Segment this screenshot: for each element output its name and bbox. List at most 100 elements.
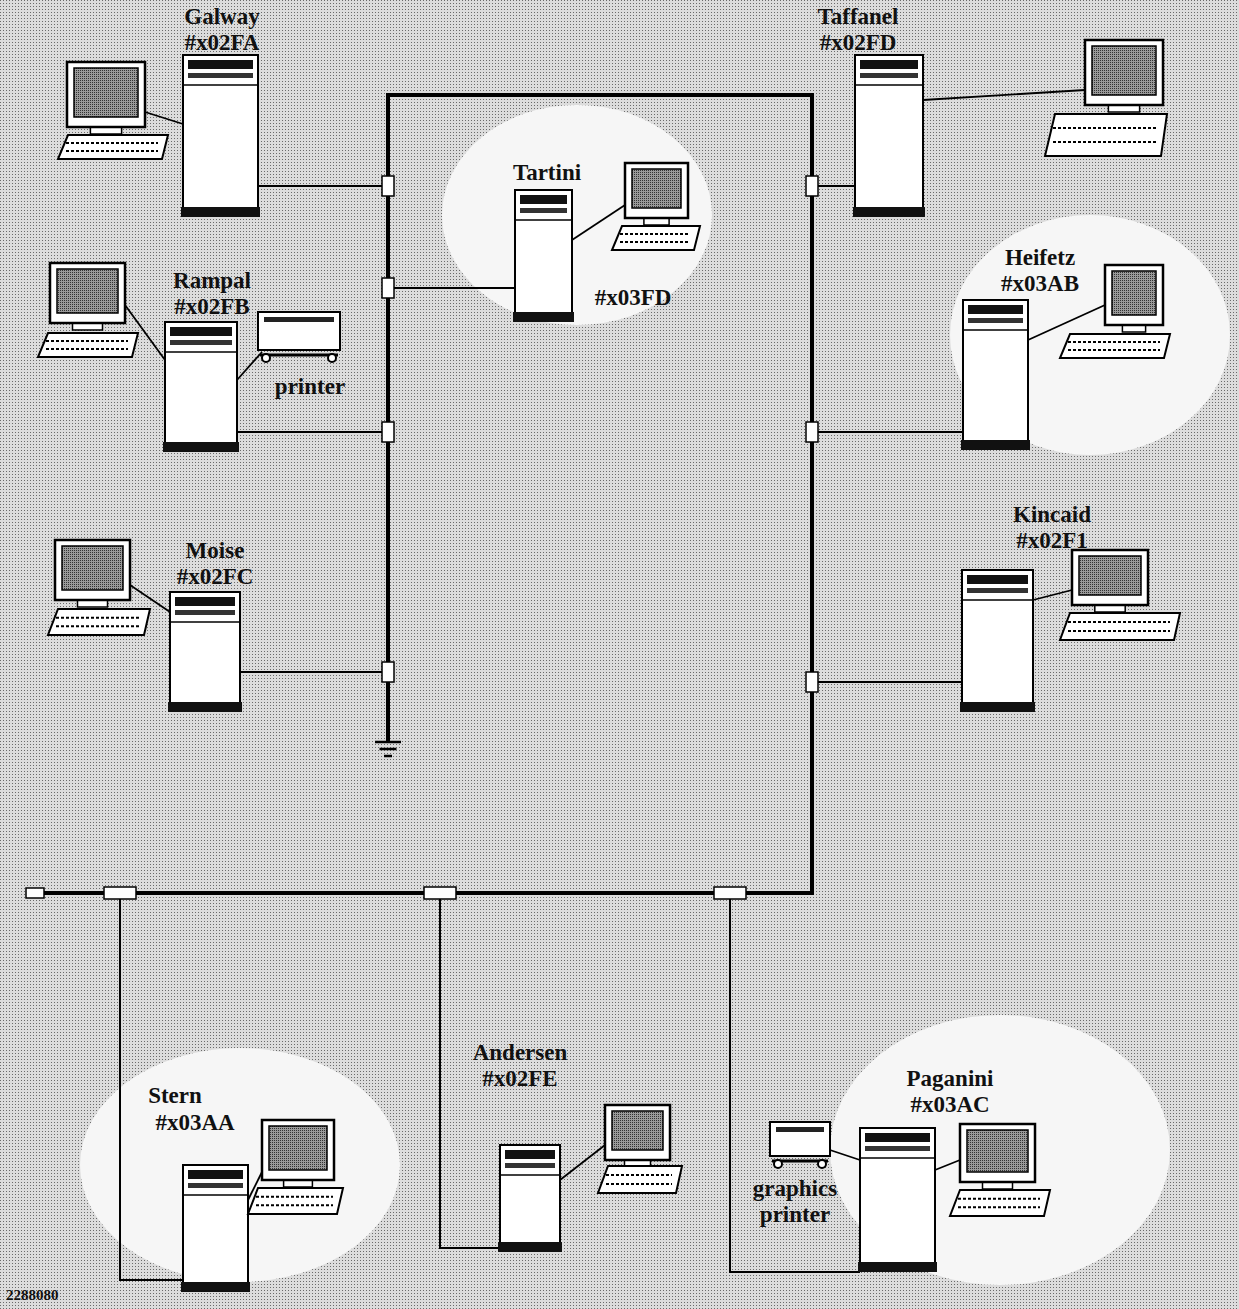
keyboard bbox=[950, 1190, 1050, 1216]
printer-body bbox=[258, 312, 340, 350]
monitor-case bbox=[625, 163, 688, 218]
host-name: Moise bbox=[186, 538, 245, 563]
node-address: #x02FC bbox=[177, 564, 254, 589]
keyboard-body bbox=[612, 226, 700, 250]
panel-line bbox=[860, 1157, 935, 1159]
monitor bbox=[1072, 550, 1148, 612]
monitor-case bbox=[1072, 550, 1148, 605]
key-row bbox=[1068, 621, 1170, 623]
node-address: #x03AC bbox=[910, 1092, 989, 1117]
node-address: #x02FB bbox=[174, 294, 249, 319]
tower-base bbox=[181, 207, 260, 217]
panel-line bbox=[963, 329, 1028, 331]
keyboard-body bbox=[58, 135, 168, 159]
drive-bay bbox=[860, 60, 918, 69]
monitor-screen bbox=[1079, 556, 1141, 595]
monitor bbox=[55, 540, 130, 607]
drive-bay bbox=[188, 1183, 243, 1188]
bus-tap bbox=[714, 887, 746, 899]
host-name: Paganini bbox=[907, 1066, 994, 1091]
panel-line bbox=[183, 1194, 248, 1196]
monitor bbox=[605, 1105, 670, 1167]
monitor-cable bbox=[1033, 590, 1072, 600]
ground-symbol bbox=[384, 755, 392, 758]
tower-base bbox=[163, 442, 239, 452]
monitor bbox=[1085, 40, 1163, 112]
printer-cable bbox=[830, 1150, 860, 1160]
device-label: printer bbox=[260, 374, 360, 400]
key-row bbox=[46, 348, 128, 350]
drive-bay bbox=[520, 208, 567, 213]
panel-line bbox=[170, 621, 240, 623]
monitor-case bbox=[1105, 265, 1163, 325]
host-name: Stern bbox=[148, 1083, 202, 1108]
drive-bay bbox=[967, 588, 1028, 593]
monitor-screen bbox=[1092, 46, 1156, 95]
monitor bbox=[1105, 265, 1163, 332]
bus-tap bbox=[424, 887, 456, 899]
monitor-case bbox=[50, 263, 125, 323]
printer-body bbox=[770, 1122, 830, 1156]
node-address: #x02F1 bbox=[1016, 528, 1088, 553]
paper-slot bbox=[776, 1127, 824, 1132]
tower-case bbox=[963, 300, 1028, 448]
computer-tower bbox=[163, 322, 239, 452]
key-row bbox=[66, 142, 158, 144]
keyboard-body bbox=[1060, 334, 1170, 358]
computer-tower bbox=[168, 592, 242, 712]
monitor bbox=[67, 62, 145, 134]
printer-cart bbox=[260, 354, 338, 357]
drive-bay bbox=[505, 1150, 555, 1159]
panel-line bbox=[855, 84, 923, 86]
keyboard-body bbox=[48, 609, 150, 635]
key-row bbox=[56, 625, 140, 627]
panel-line bbox=[165, 351, 237, 353]
workstation-node: Kincaid#x02F1 bbox=[962, 502, 1180, 710]
monitor-cable bbox=[935, 1160, 960, 1170]
monitor-cable bbox=[145, 112, 183, 124]
tower-case bbox=[860, 1128, 935, 1270]
workstation-node: Andersen#x02FE bbox=[460, 1040, 682, 1250]
bus-tap bbox=[382, 422, 394, 442]
printer-wheel bbox=[818, 1160, 826, 1168]
keyboard bbox=[38, 333, 138, 357]
keyboard bbox=[58, 135, 168, 159]
drop-cable bbox=[818, 681, 962, 683]
monitor bbox=[625, 163, 688, 225]
drive-bay bbox=[188, 73, 253, 78]
computer-tower bbox=[181, 1165, 250, 1292]
drop-cable bbox=[730, 899, 860, 1272]
node-address: #x02FD bbox=[820, 30, 897, 55]
computer-tower bbox=[513, 190, 574, 322]
key-row bbox=[46, 340, 128, 342]
tower-case bbox=[500, 1145, 560, 1250]
drop-cable bbox=[258, 185, 382, 187]
tower-base bbox=[961, 440, 1030, 450]
workstation-node: Moise#x02FC bbox=[48, 538, 275, 710]
bus-tap bbox=[806, 672, 818, 692]
bus-tap bbox=[382, 176, 394, 196]
tower-case bbox=[165, 322, 237, 450]
key-row bbox=[56, 617, 140, 619]
workstation-group bbox=[38, 40, 1180, 1292]
monitor-case bbox=[605, 1105, 670, 1160]
node-address: #x03AA bbox=[155, 1110, 234, 1135]
bus-tap bbox=[806, 422, 818, 442]
bus-terminator bbox=[26, 888, 44, 898]
printer-wheel bbox=[328, 354, 336, 362]
host-name: Andersen bbox=[473, 1040, 568, 1065]
key-row bbox=[1068, 630, 1170, 632]
monitor-screen bbox=[57, 269, 118, 313]
tower-base bbox=[853, 207, 925, 217]
monitor-case bbox=[67, 62, 145, 127]
tower-base bbox=[168, 702, 242, 712]
keyboard bbox=[1045, 114, 1167, 156]
keyboard bbox=[612, 226, 700, 250]
monitor-case bbox=[262, 1120, 334, 1180]
monitor-cable bbox=[572, 205, 625, 240]
tower-base bbox=[513, 312, 574, 322]
drive-bay bbox=[175, 610, 235, 615]
monitor-screen bbox=[62, 546, 123, 590]
host-name: Taffanel bbox=[818, 4, 899, 29]
drive-bay bbox=[505, 1163, 555, 1168]
